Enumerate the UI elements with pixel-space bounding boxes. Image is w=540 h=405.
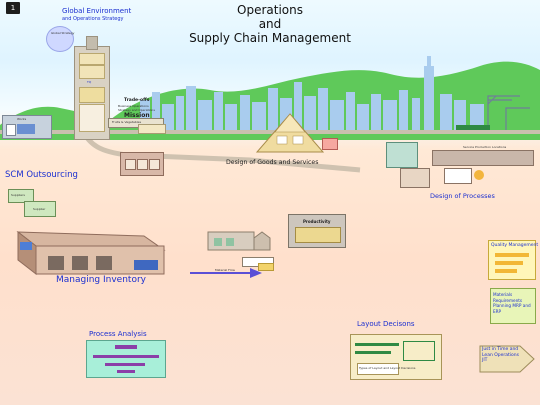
tower-top: [86, 36, 98, 50]
suppliers-label: Suppliers: [11, 193, 25, 197]
quality-bar: [495, 269, 517, 273]
trade-offs-subtext-1: Business Operations: [118, 104, 149, 108]
layout-flow: [355, 343, 399, 346]
jit-label: Just in Time and Lean Operations JIT: [482, 347, 519, 363]
tower-panel: [79, 87, 105, 103]
quality-bar: [495, 261, 523, 265]
tower-panel: [79, 53, 105, 65]
process-flow: [105, 363, 145, 366]
design-goods-label[interactable]: Design of Goods and Services: [226, 159, 319, 166]
design-processes-label[interactable]: Design of Processes: [430, 192, 495, 200]
global-environment-title: Global Environment: [62, 7, 132, 15]
process-analysis-label[interactable]: Process Analysis: [89, 330, 147, 338]
suppliers-box[interactable]: Suppliers: [8, 189, 34, 203]
operations-tower[interactable]: TQ: [74, 46, 110, 140]
road: [79, 128, 361, 173]
productivity-panel: [295, 227, 341, 243]
slide-title-line-3: Supply Chain Management: [189, 31, 351, 45]
mission-label: Mission: [124, 112, 150, 119]
cargo-ship: [456, 125, 490, 133]
layout-decisions-chart[interactable]: Types of Layout and Layout Decisions: [350, 334, 442, 380]
material-flow-label: Material Flow: [215, 268, 235, 272]
process-note: [444, 168, 472, 184]
layout-decisions-label[interactable]: Layout Decisons: [357, 320, 415, 328]
process-step: [117, 370, 135, 373]
factory-building[interactable]: [200, 226, 282, 254]
works-display: [17, 124, 35, 134]
process-diagram: [400, 168, 430, 188]
works-building[interactable]: Works: [2, 115, 52, 139]
slide-title-line-1: Operations: [237, 3, 303, 17]
layout-note-box: Types of Layout and Layout Decisions: [357, 363, 416, 375]
process-step: [115, 345, 137, 349]
process-analysis-chart[interactable]: [86, 340, 166, 378]
scm-outsourcing-label[interactable]: SCM Outsourcing: [5, 170, 78, 180]
layout-flow: [355, 351, 391, 354]
mrp-label: Materials Requirements Planning MRP and …: [493, 292, 531, 314]
jit-sign[interactable]: [478, 344, 536, 374]
works-window: [6, 124, 16, 136]
layout-grid: [403, 341, 435, 361]
global-strategy-label: Global Strategy: [51, 31, 75, 35]
supplier-box[interactable]: Supplier: [24, 201, 56, 217]
slide-number-badge: 1: [6, 2, 20, 14]
warehouse-window: [149, 159, 160, 170]
design-goods-pyramid[interactable]: [255, 112, 325, 158]
mission-sign: Fruits & Vegetables: [108, 118, 164, 128]
process-logo-icon: [474, 170, 484, 180]
inventory-warehouse[interactable]: [14, 228, 166, 278]
mission-panel: [138, 124, 166, 134]
supplier-label: Supplier: [33, 207, 46, 211]
quality-management-card[interactable]: Quality Management: [488, 240, 539, 280]
productivity-building[interactable]: Productivity: [288, 214, 346, 248]
managing-inventory-label[interactable]: Managing Inventory: [56, 275, 146, 285]
service-locations-label: Service Production Locations: [463, 145, 507, 149]
mission-sign-label: Fruits & Vegetables: [112, 120, 142, 124]
process-flow: [93, 355, 159, 358]
tower-panel: [79, 104, 105, 132]
tower-panel: [79, 65, 105, 79]
material-flow-arrow: [190, 268, 262, 278]
center-warehouse[interactable]: [120, 152, 164, 176]
layout-note-label: Types of Layout and Layout Decisions: [359, 366, 416, 370]
trade-offs-label: Trade-offs: [124, 98, 150, 103]
tower-top-label: TQ: [87, 80, 92, 84]
warehouse-window: [125, 159, 136, 170]
dock: [0, 130, 540, 134]
mrp-card[interactable]: Materials Requirements Planning MRP and …: [490, 288, 536, 324]
quality-bar: [495, 253, 529, 257]
quality-management-label: Quality Management: [491, 243, 539, 248]
service-locations-row[interactable]: Service Production Locations: [432, 145, 534, 166]
warehouse-window: [137, 159, 148, 170]
process-building[interactable]: [386, 142, 418, 168]
global-strategy-bubble[interactable]: Global Strategy: [46, 26, 74, 52]
port-cranes: [487, 95, 530, 132]
design-goods-panel: [322, 138, 338, 150]
trade-offs-subtext-2: Strategy and Operations: [118, 108, 155, 112]
global-environment-subtitle: and Operations Strategy: [62, 16, 124, 22]
slide-title-line-2: and: [258, 17, 282, 31]
productivity-label: Productivity: [303, 219, 331, 224]
factory-tag: [258, 263, 274, 271]
works-label: Works: [17, 117, 27, 121]
